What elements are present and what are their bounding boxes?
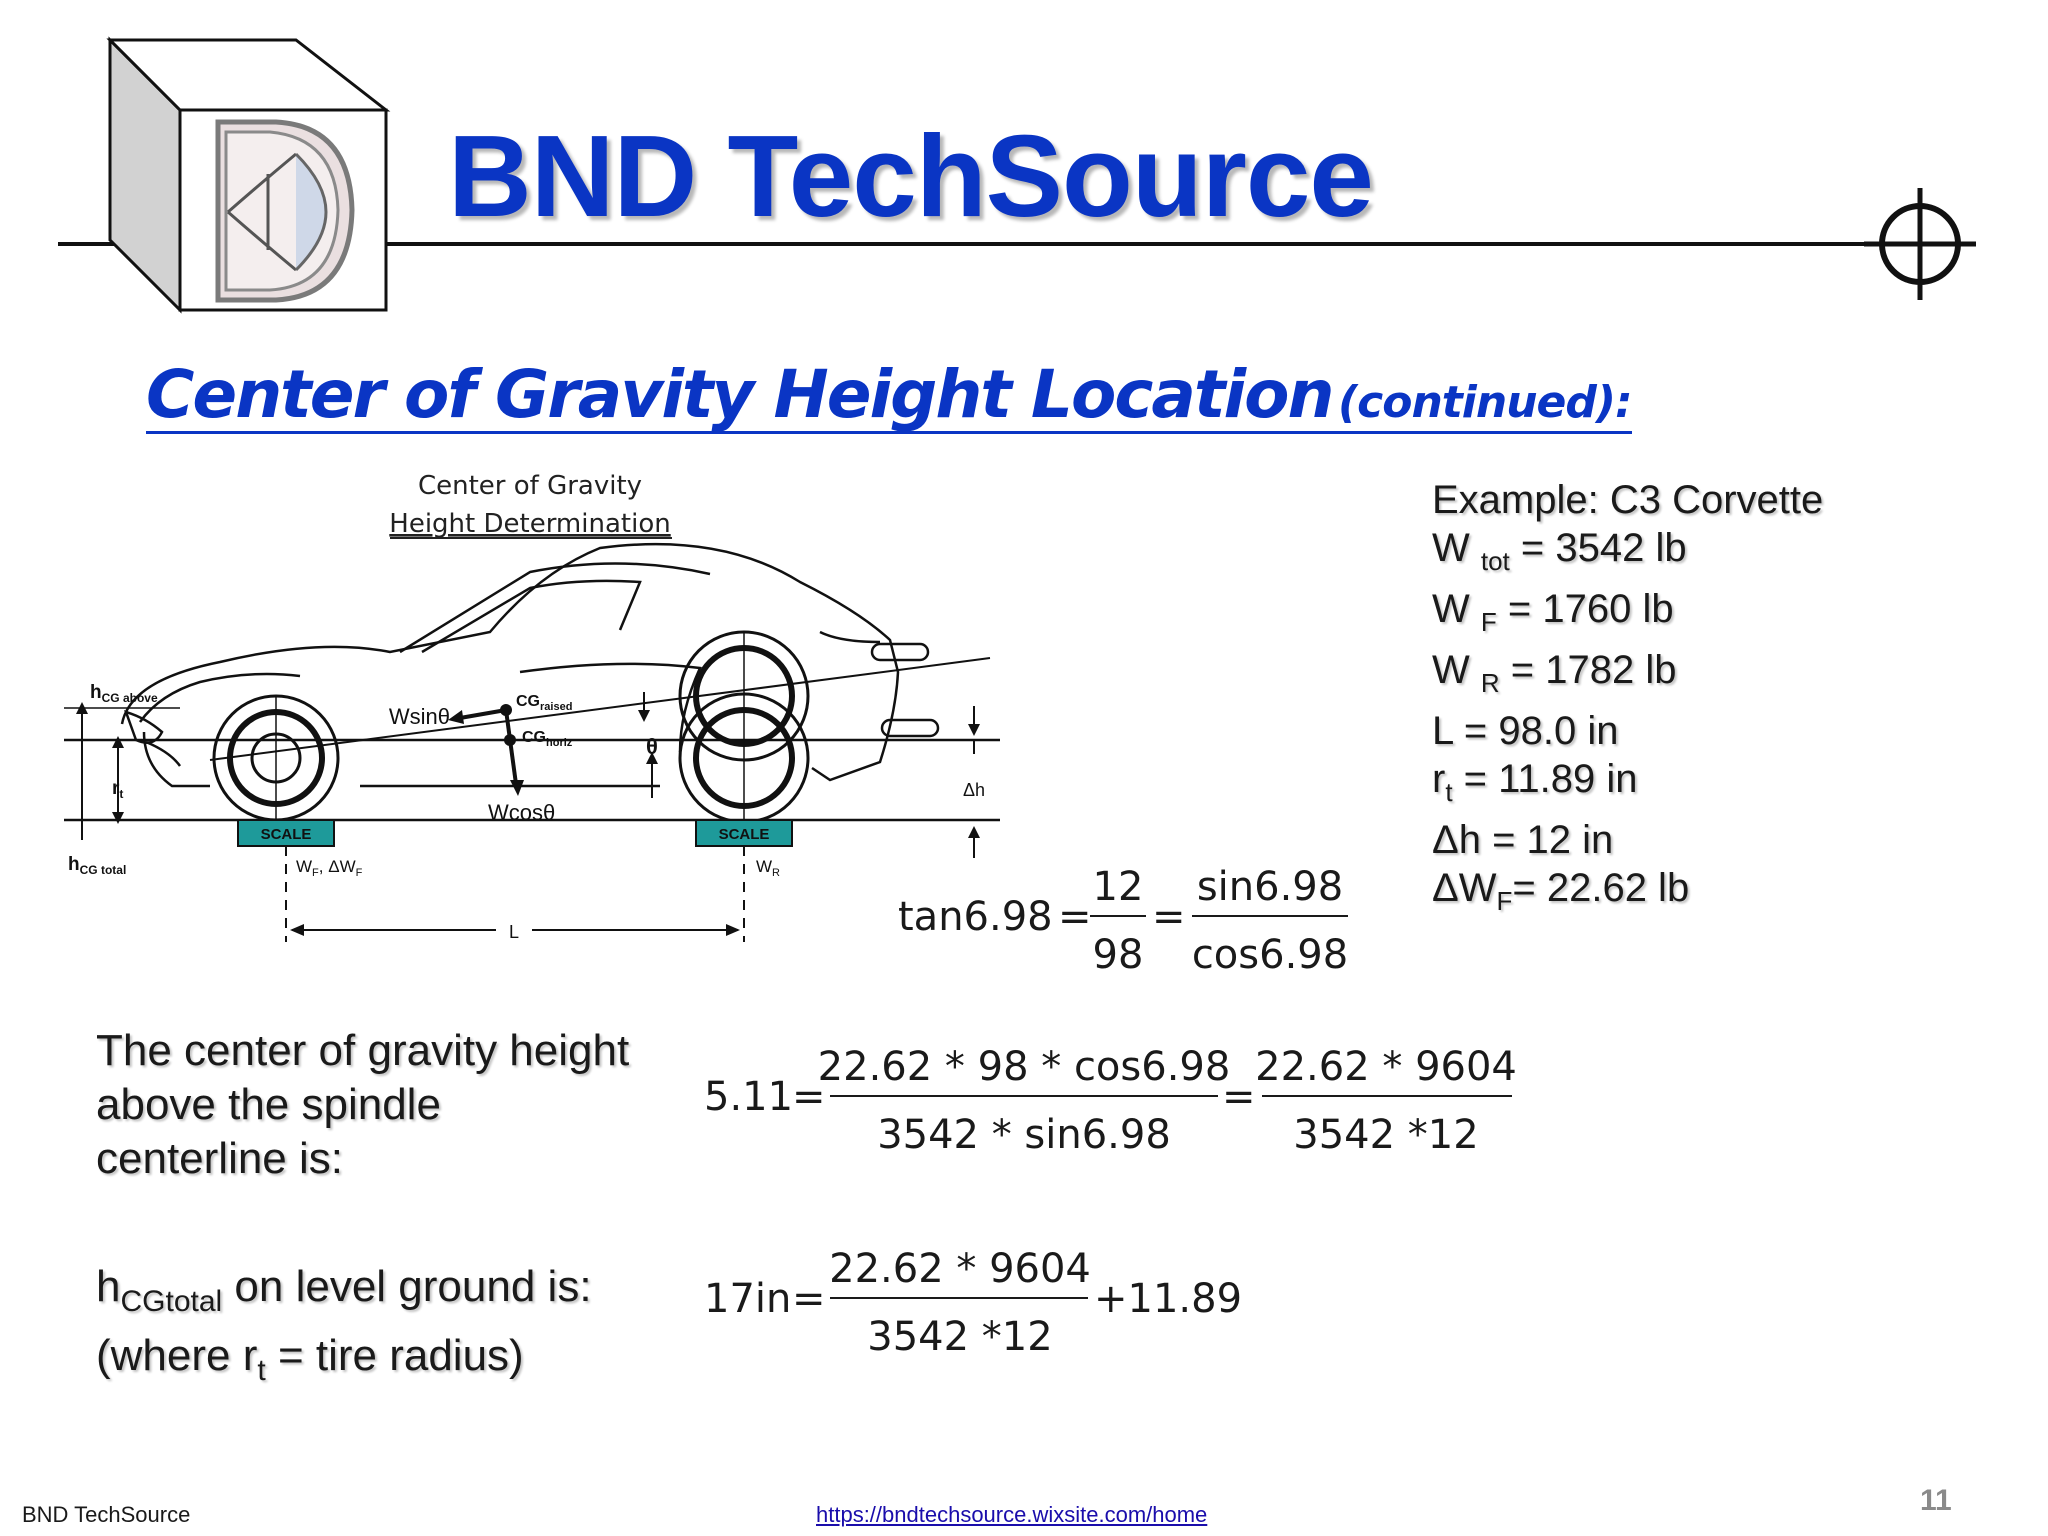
- crosshair-icon: [1864, 188, 1976, 300]
- rear-scale: [695, 819, 793, 847]
- diagram-title-line2: Height Determination: [389, 509, 670, 539]
- svg-text:=: =: [1058, 894, 1092, 940]
- cg-diagram: Center of Gravity Height Determination: [64, 471, 1000, 942]
- eq2-num1: 22.62 * 98 * cos6.98: [818, 1044, 1231, 1090]
- example-row: L = 98.0 in: [1432, 709, 1619, 753]
- eq3-den1: 3542 *12: [867, 1314, 1052, 1360]
- eq2-lhs: 5.11: [704, 1074, 793, 1120]
- cg-text-line: above the spindle: [96, 1080, 441, 1129]
- eq1-num2: sin6.98: [1197, 864, 1343, 910]
- eq3-num1: 22.62 * 9604: [829, 1246, 1091, 1292]
- svg-text:=: =: [1152, 894, 1186, 940]
- rear-scale-label: SCALE: [719, 826, 770, 843]
- eq1-num1: 12: [1093, 864, 1144, 910]
- hcg-total-text: hCGtotal on level ground is: (where rt =…: [96, 1260, 592, 1398]
- diagram-title-line1: Center of Gravity: [418, 471, 642, 501]
- label-rt: rt: [112, 778, 123, 801]
- example-row: W tot = 3542 lb: [1432, 526, 1687, 576]
- example-row: W F = 1760 lb: [1432, 587, 1674, 637]
- eq3-lhs: 17in: [704, 1276, 791, 1322]
- eq2-den2: 3542 *12: [1293, 1112, 1478, 1158]
- label-hcg-above: hCG above: [90, 682, 158, 705]
- svg-text:=: =: [792, 1074, 826, 1120]
- label-theta: θ: [646, 734, 658, 759]
- heading-sub: (continued):: [1338, 377, 1633, 428]
- footer-link[interactable]: https://bndtechsource.wixsite.com/home: [816, 1502, 1208, 1527]
- hcg-total-line: hCGtotal on level ground is:: [96, 1262, 592, 1318]
- label-wr: WR: [756, 857, 780, 879]
- label-wsin: Wsinθ: [389, 704, 450, 729]
- label-wcos: Wcosθ: [488, 800, 555, 825]
- label-hcg-total: hCG total: [68, 854, 126, 877]
- brand-title: BND TechSource: [448, 111, 1374, 241]
- page-number: 11: [1920, 1484, 1952, 1517]
- label-delta-h: Δh: [963, 780, 985, 800]
- eq1-den1: 98: [1093, 932, 1144, 978]
- car-outline: [120, 542, 940, 788]
- rear-wheels: [678, 630, 810, 824]
- eq2-den1: 3542 * sin6.98: [877, 1112, 1171, 1158]
- header-rule: [58, 242, 1976, 246]
- example-values: Example: C3 Corvette W tot = 3542 lb W F…: [1432, 476, 1823, 925]
- heading-main: Center of Gravity Height Location: [146, 356, 1334, 433]
- slide-heading: Center of Gravity Height Location (conti…: [146, 360, 1633, 435]
- example-title: Example: C3 Corvette: [1432, 478, 1824, 522]
- eq1-lhs: tan6.98: [898, 894, 1053, 940]
- equation-hcg-total: 17in = 22.62 * 9604 3542 *12 +11.89: [704, 1246, 1242, 1360]
- label-wheelbase: L: [509, 922, 519, 942]
- front-scale: [237, 819, 335, 847]
- svg-text:=: =: [792, 1276, 826, 1322]
- equation-cg-height: 5.11 = 22.62 * 98 * cos6.98 3542 * sin6.…: [704, 1044, 1517, 1158]
- label-cg-raised: CGraised: [516, 693, 572, 713]
- label-cg-horiz: CGhoriz: [522, 729, 573, 749]
- eq1-den2: cos6.98: [1192, 932, 1348, 978]
- front-scale-label: SCALE: [261, 826, 312, 843]
- bnd-cube-logo: [106, 36, 391, 314]
- eq2-num2: 22.62 * 9604: [1255, 1044, 1517, 1090]
- example-row: W R = 1782 lb: [1432, 648, 1677, 698]
- svg-text:=: =: [1222, 1074, 1256, 1120]
- tire-radius-line: (where rt = tire radius): [96, 1330, 524, 1387]
- example-row: rt = 11.89 in: [1432, 757, 1638, 807]
- example-row: Δh = 12 in: [1432, 818, 1614, 862]
- cg-text-line: The center of gravity height: [96, 1026, 630, 1075]
- example-row: ΔWF= 22.62 lb: [1432, 866, 1690, 916]
- cg-text-line: centerline is:: [96, 1134, 344, 1183]
- front-wheel: [212, 694, 340, 822]
- label-wf: WF, ΔWF: [296, 857, 363, 879]
- cg-height-text: The center of gravity height above the s…: [96, 1024, 629, 1186]
- equation-tan: tan6.98 = 12 98 = sin6.98 cos6.98: [898, 864, 1348, 978]
- footer-brand: BND TechSource: [22, 1502, 191, 1527]
- eq3-tail: +11.89: [1094, 1276, 1242, 1322]
